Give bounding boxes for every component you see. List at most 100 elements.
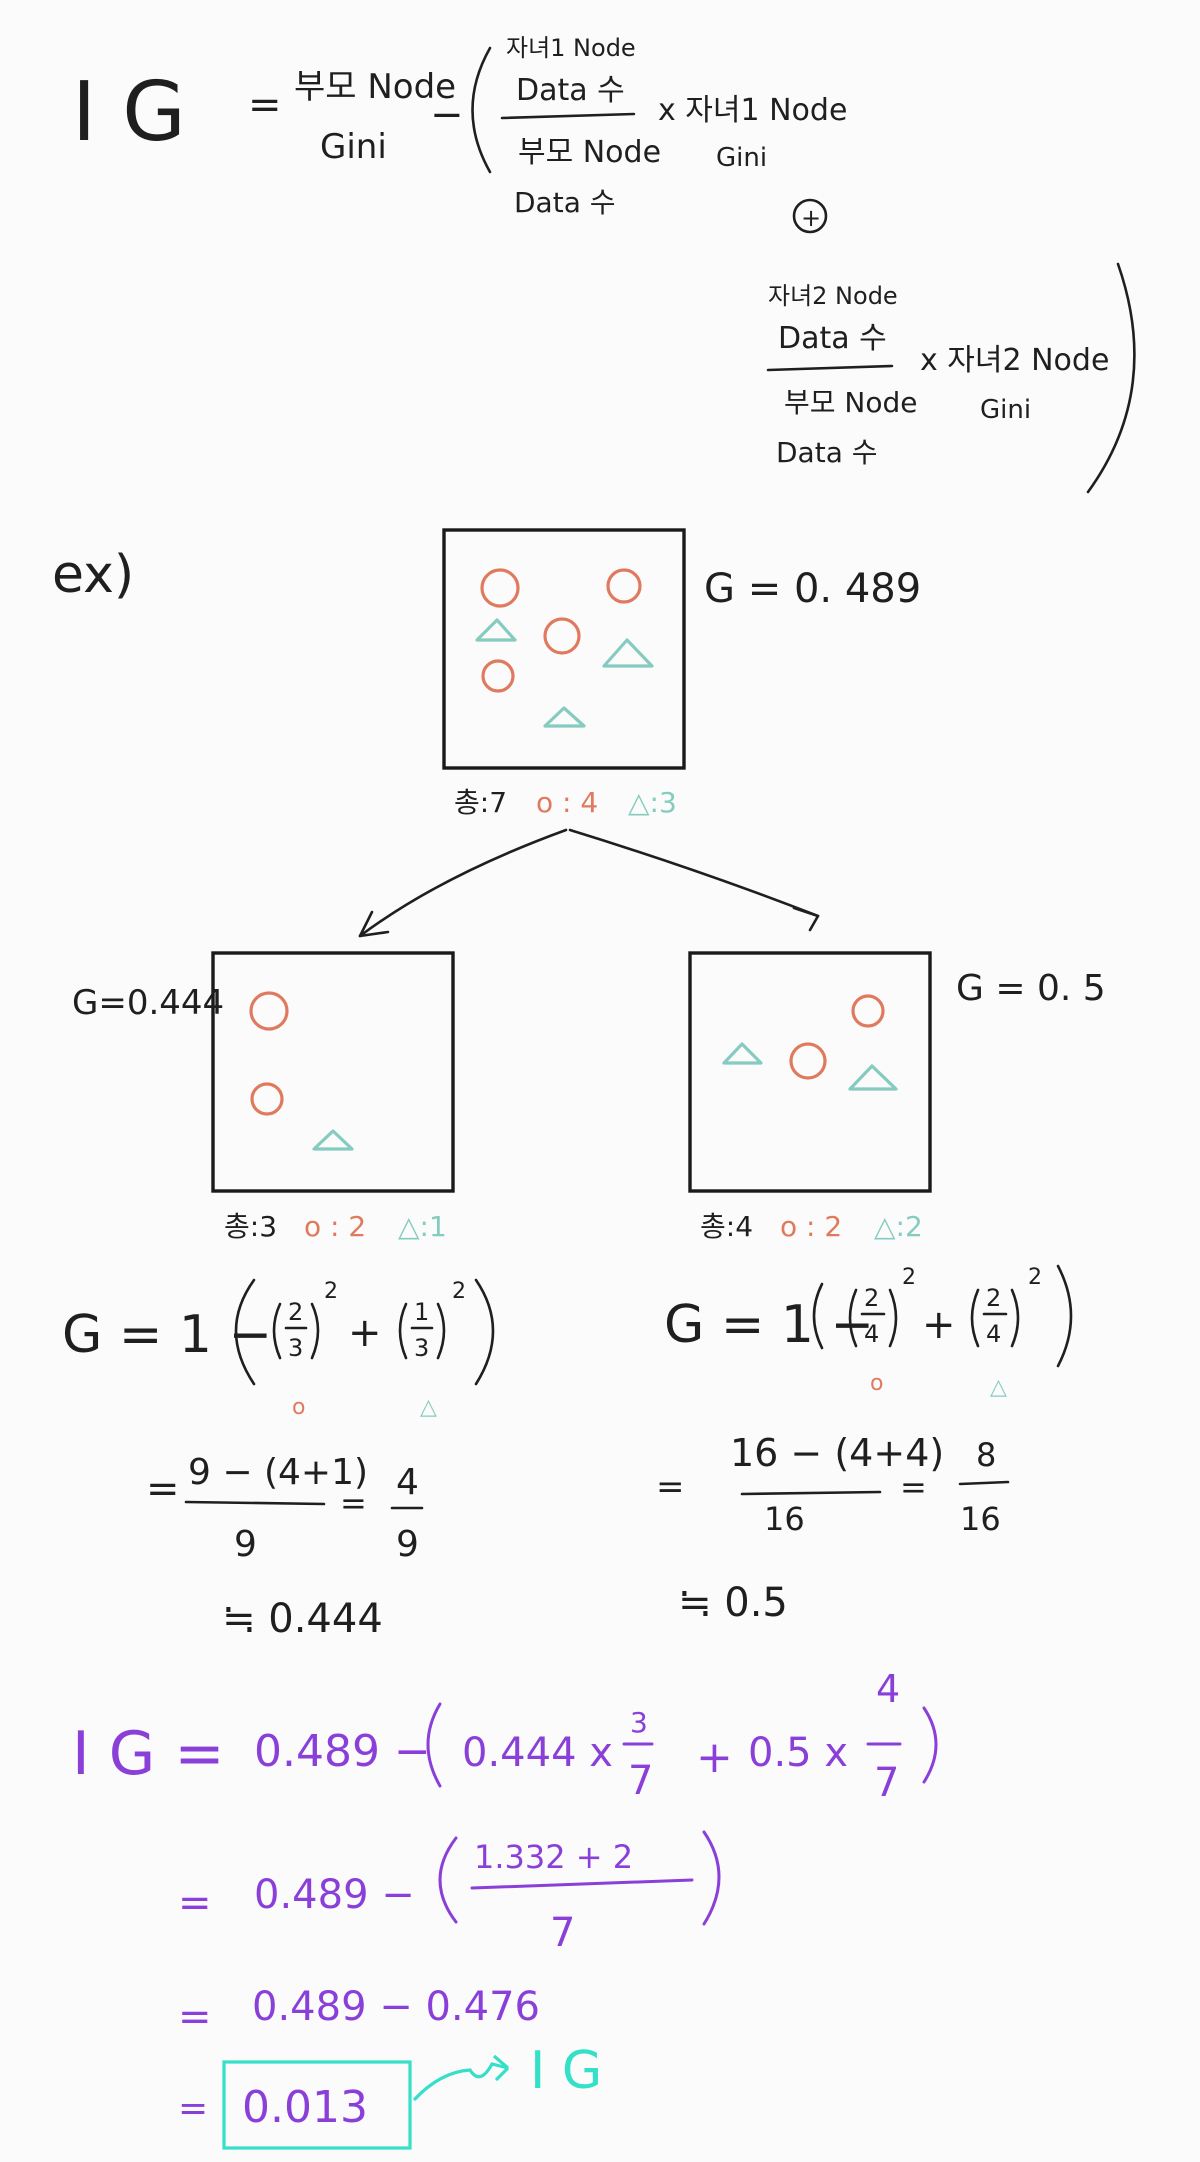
- right-calc-plus: +: [922, 1302, 956, 1348]
- right-calc-step-res-den: 16: [960, 1500, 1001, 1538]
- parent-total: 총:7: [454, 786, 507, 819]
- right-calc-lead: G = 1 −: [664, 1295, 874, 1355]
- ig-frac-a-num: 3: [630, 1706, 648, 1739]
- ig-line2-den: 7: [550, 1910, 575, 1956]
- parent-circle: [543, 617, 581, 655]
- parent-node-box: [442, 528, 686, 770]
- formula-open-paren: [471, 46, 492, 174]
- formula-c2-times: x 자녀2 Node: [920, 343, 1109, 378]
- parent-circle: [481, 659, 515, 693]
- left-calc-step-eq: =: [146, 1466, 180, 1512]
- formula-c2-den-line2: Data 수: [776, 436, 878, 469]
- right-calc-frac2-num: 2: [986, 1284, 1001, 1312]
- left-calc-step-bar: [184, 1500, 326, 1506]
- ig-line1-open-paren: [426, 1702, 442, 1788]
- left-calc-frac1-num: 2: [288, 1298, 303, 1326]
- left-calc-inner-close-2: [436, 1302, 446, 1360]
- right-calc-step-res-bar: [958, 1480, 1010, 1486]
- left-calc-under-circle: o: [292, 1395, 305, 1420]
- left-circle-count: o : 2: [304, 1210, 366, 1243]
- right-calc-approx: ≒ 0.5: [678, 1580, 788, 1626]
- formula-c1-fraction-bar: [500, 112, 636, 120]
- split-arrow-left: [358, 828, 568, 938]
- ig-line1-plus: +: [696, 1732, 733, 1783]
- ig-line1-a: 0.489 −: [254, 1726, 431, 1777]
- ig-result-arrow: [412, 2062, 509, 2102]
- left-circle: [249, 991, 289, 1031]
- split-arrowhead-left: [358, 910, 390, 938]
- formula-c2-fraction-bar: [766, 364, 894, 372]
- parent-circle: [480, 568, 520, 608]
- right-circle-count: o : 2: [780, 1210, 842, 1243]
- right-calc-open-paren: [812, 1282, 824, 1350]
- ig-frac-b-num: 4: [876, 1667, 900, 1711]
- example-label: ex): [52, 545, 134, 605]
- left-calc-frac2-den: 3: [414, 1334, 429, 1362]
- parent-circle-count: o : 4: [536, 786, 598, 819]
- right-calc-exp1: 2: [902, 1265, 916, 1290]
- parent-circle: [606, 568, 642, 604]
- left-calculation: G = 1 − 2 3 2 + 1 3 2 o △ = 9 − (4+1) 9 …: [62, 1278, 495, 1642]
- parent-triangle: [475, 618, 517, 642]
- left-node-box: [211, 951, 455, 1193]
- left-triangle: [312, 1129, 354, 1151]
- right-calc-inner-open-1: [848, 1288, 858, 1348]
- ig-result-label: I G: [530, 2041, 602, 2101]
- formula-eq: =: [248, 82, 282, 128]
- left-circle: [250, 1082, 284, 1116]
- ig-calculation: I G = 0.489 − 0.444 x 3 7 + 0.5 x 4 7 = …: [72, 1667, 938, 2150]
- ig-line2-close-paren: [702, 1830, 721, 1926]
- right-total: 총:4: [700, 1210, 753, 1243]
- left-calc-frac1-den: 3: [288, 1334, 303, 1362]
- left-calc-exp1: 2: [324, 1279, 338, 1304]
- left-total: 총:3: [224, 1210, 277, 1243]
- right-calc-step-eq: =: [656, 1467, 685, 1507]
- right-calc-frac2-den: 4: [986, 1320, 1001, 1348]
- left-node: G=0.444 총:3 o : 2 △:1: [72, 951, 455, 1243]
- ig-line2-bar: [470, 1878, 694, 1890]
- right-triangle: [848, 1064, 898, 1091]
- right-circle: [851, 994, 885, 1028]
- right-calculation: G = 1 − 2 4 2 + 2 4 2 o △ = 16 − (4+4) 1…: [656, 1264, 1073, 1626]
- split-arrow-right: [568, 828, 820, 918]
- ig-line1-close-paren: [922, 1706, 938, 1784]
- left-calc-close-paren: [474, 1278, 495, 1386]
- left-calc-inner-open-1: [272, 1302, 282, 1360]
- ig-line2-open-paren: [438, 1836, 458, 1924]
- right-calc-frac1-den: 4: [864, 1320, 879, 1348]
- ig-lhs: I G =: [72, 1719, 225, 1789]
- ig-formula: I G = 부모 Node Gini − 자녀1 Node Data 수 부모 …: [72, 34, 1136, 494]
- ig-line3-eq: =: [178, 1994, 212, 2040]
- left-calc-step-res-den: 9: [396, 1524, 419, 1565]
- formula-minus: −: [430, 92, 464, 138]
- left-gini: G=0.444: [72, 983, 224, 1023]
- parent-node: G = 0. 489 총:7 o : 4 △:3: [442, 528, 921, 819]
- right-calc-step-num: 16 − (4+4): [730, 1431, 944, 1475]
- left-calc-open-paren: [234, 1278, 256, 1386]
- ig-line2-num: 1.332 + 2: [474, 1838, 633, 1876]
- right-calc-step-eq2: =: [900, 1468, 927, 1506]
- parent-triangle: [543, 706, 586, 728]
- left-calc-step-res-num: 4: [396, 1462, 419, 1503]
- left-calc-under-triangle: △: [420, 1395, 437, 1420]
- right-calc-under-triangle: △: [990, 1375, 1007, 1400]
- ig-line2-a: 0.489 −: [254, 1872, 415, 1918]
- formula-plus-circle: [792, 198, 828, 234]
- left-calc-inner-open-2: [398, 1302, 408, 1360]
- right-calc-step-den: 16: [764, 1500, 805, 1538]
- ig-frac-b-den: 7: [874, 1760, 899, 1806]
- ig-line1-b: 0.444 x: [462, 1730, 613, 1776]
- parent-triangle-count: △:3: [628, 786, 677, 819]
- formula-parent-line2: Gini: [320, 127, 387, 167]
- ig-result-box: [222, 2060, 412, 2150]
- formula-c2-num-line2: Data 수: [778, 321, 887, 356]
- ig-line2-eq: =: [178, 1880, 212, 1926]
- formula-close-paren: [1086, 262, 1136, 494]
- left-calc-step-den: 9: [234, 1524, 257, 1565]
- left-calc-exp2: 2: [452, 1279, 466, 1304]
- formula-c1-den-line2: Data 수: [514, 186, 616, 219]
- right-circle: [789, 1042, 827, 1080]
- right-calc-close-paren: [1056, 1264, 1073, 1368]
- ig-line1-c: 0.5 x: [748, 1730, 848, 1776]
